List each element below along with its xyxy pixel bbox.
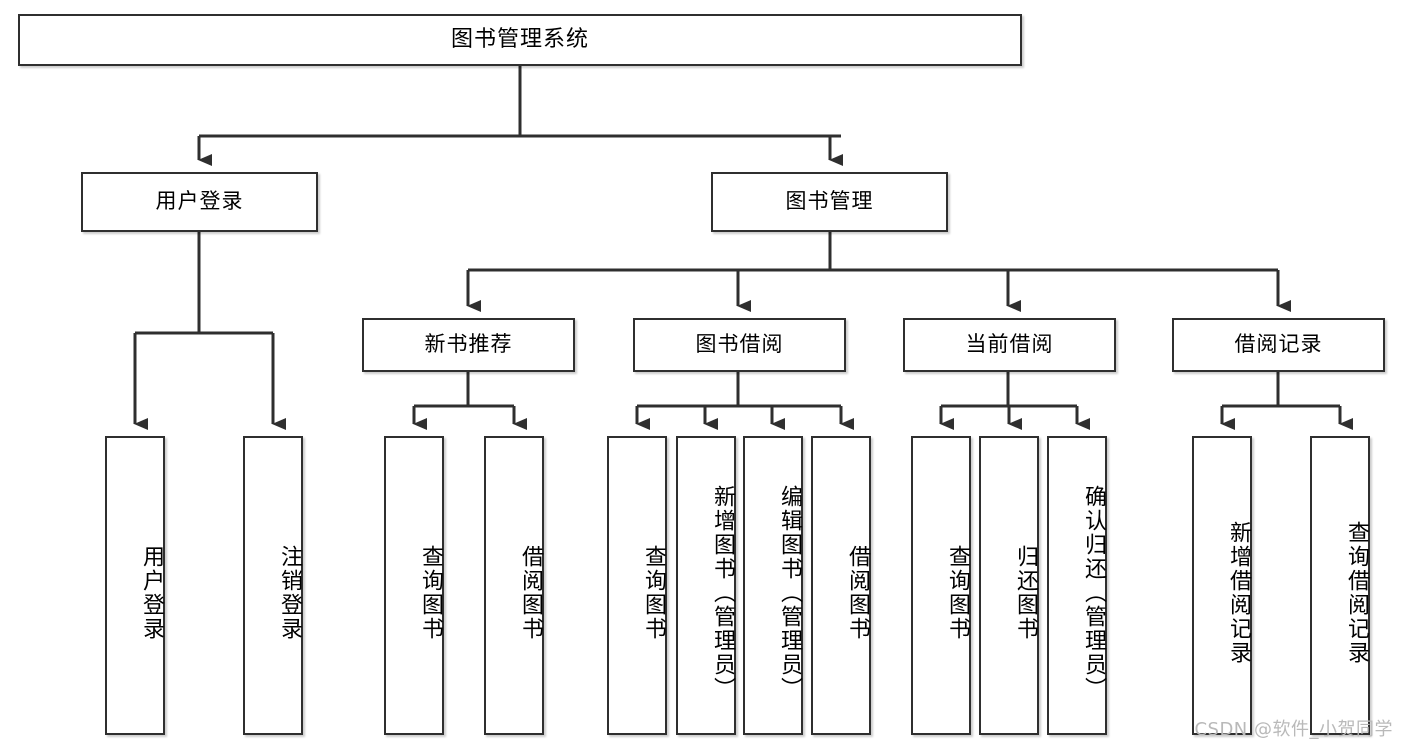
node-user-login[interactable]: 用户登录 — [81, 172, 318, 232]
leaf-user-login-login[interactable]: 用户登录 — [105, 436, 165, 735]
leaf-user-login-logout-label: 注销登录 — [277, 544, 302, 641]
leaf-current-borrow-confirm-return-label: 确认归还（管理员） — [1081, 484, 1106, 701]
node-book-borrow-label: 图书借阅 — [695, 332, 784, 357]
node-book-management[interactable]: 图书管理 — [711, 172, 948, 232]
leaf-new-book-query-label: 查询图书 — [418, 544, 443, 641]
leaf-user-login-logout[interactable]: 注销登录 — [243, 436, 303, 735]
leaf-user-login-login-label: 用户登录 — [139, 544, 164, 641]
leaf-new-book-borrow[interactable]: 借阅图书 — [484, 436, 544, 735]
node-current-borrow[interactable]: 当前借阅 — [903, 318, 1116, 372]
leaf-borrow-record-add[interactable]: 新增借阅记录 — [1192, 436, 1252, 735]
leaf-current-borrow-query-label: 查询图书 — [945, 544, 970, 641]
node-new-book-recommend-label: 新书推荐 — [424, 332, 513, 357]
leaf-current-borrow-confirm-return[interactable]: 确认归还（管理员） — [1047, 436, 1107, 735]
leaf-current-borrow-query[interactable]: 查询图书 — [911, 436, 971, 735]
leaf-current-borrow-return-label: 归还图书 — [1013, 544, 1038, 641]
node-root-system-label: 图书管理系统 — [450, 26, 589, 52]
node-borrow-record[interactable]: 借阅记录 — [1172, 318, 1385, 372]
leaf-borrow-record-query-label: 查询借阅记录 — [1344, 520, 1369, 665]
leaf-borrow-record-add-label: 新增借阅记录 — [1226, 520, 1251, 665]
leaf-book-borrow-add-label: 新增图书（管理员） — [710, 484, 735, 701]
watermark-text: CSDN @软件_小贺同学 — [1194, 719, 1393, 740]
leaf-borrow-record-query[interactable]: 查询借阅记录 — [1310, 436, 1370, 735]
leaf-book-borrow-edit-label: 编辑图书（管理员） — [777, 484, 802, 701]
leaf-book-borrow-query[interactable]: 查询图书 — [607, 436, 667, 735]
node-user-login-label: 用户登录 — [155, 189, 244, 214]
leaf-book-borrow-edit[interactable]: 编辑图书（管理员） — [743, 436, 803, 735]
node-new-book-recommend[interactable]: 新书推荐 — [362, 318, 575, 372]
leaf-book-borrow-add[interactable]: 新增图书（管理员） — [676, 436, 736, 735]
leaf-book-borrow-query-label: 查询图书 — [641, 544, 666, 641]
leaf-book-borrow-borrow[interactable]: 借阅图书 — [811, 436, 871, 735]
leaf-book-borrow-borrow-label: 借阅图书 — [845, 544, 870, 641]
node-current-borrow-label: 当前借阅 — [965, 332, 1054, 357]
leaf-new-book-borrow-label: 借阅图书 — [518, 544, 543, 641]
node-book-borrow[interactable]: 图书借阅 — [633, 318, 846, 372]
node-book-management-label: 图书管理 — [785, 189, 874, 214]
node-root-system[interactable]: 图书管理系统 — [18, 14, 1022, 66]
leaf-current-borrow-return[interactable]: 归还图书 — [979, 436, 1039, 735]
node-borrow-record-label: 借阅记录 — [1234, 332, 1323, 357]
leaf-new-book-query[interactable]: 查询图书 — [384, 436, 444, 735]
